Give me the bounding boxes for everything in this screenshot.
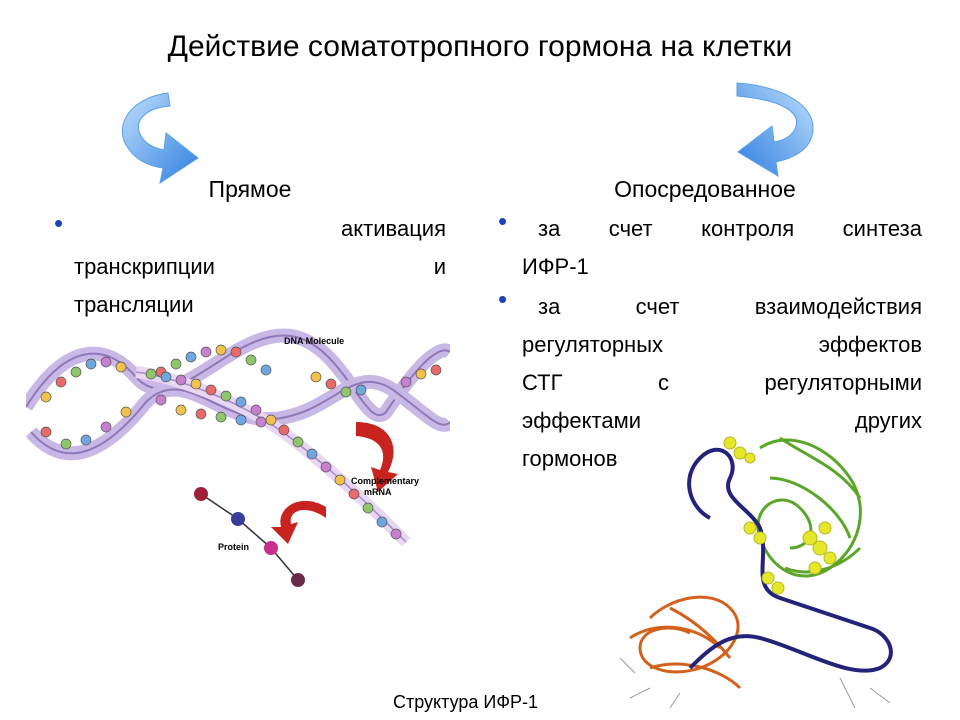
nucleotide-base-icon — [230, 346, 242, 358]
right-heading: Опосредованное — [614, 176, 796, 202]
right-bullet-line: эффектами других — [522, 408, 922, 433]
mrna-base-icon — [278, 424, 290, 436]
nucleotide-base-icon — [85, 358, 97, 370]
bullet-dot-icon: • — [498, 284, 508, 314]
bullet-dot-icon: • — [54, 208, 64, 238]
left-bullet: • активация транскрипции и трансляции — [54, 208, 446, 324]
nucleotide-base-icon — [215, 344, 227, 356]
mrna-base-icon — [220, 390, 232, 402]
mrna-base-icon — [235, 396, 247, 408]
nucleotide-base-icon — [310, 371, 322, 383]
label-dna-molecule: DNA Molecule — [284, 336, 344, 346]
nucleotide-base-icon — [185, 351, 197, 363]
mrna-base-icon — [320, 461, 332, 473]
mrna-base-icon — [348, 488, 360, 500]
mrna-base-icon — [390, 528, 402, 540]
nucleotide-base-icon — [80, 434, 92, 446]
nucleotide-base-icon — [415, 368, 427, 380]
nucleotide-base-icon — [245, 354, 257, 366]
nucleotide-base-icon — [200, 346, 212, 358]
nucleotide-base-icon — [70, 366, 82, 378]
nucleotide-base-icon — [40, 391, 52, 403]
nucleotide-base-icon — [100, 356, 112, 368]
left-bullet-line: активация — [341, 216, 446, 241]
nucleotide-base-icon — [430, 364, 442, 376]
nucleotide-base-icon — [325, 378, 337, 390]
nucleotide-base-icon — [235, 414, 247, 426]
left-bullet-line: трансляции — [74, 292, 194, 317]
nucleotide-base-icon — [155, 394, 167, 406]
nucleotide-base-icon — [175, 404, 187, 416]
mrna-base-icon — [190, 378, 202, 390]
mrna-base-icon — [250, 404, 262, 416]
curved-arrow-right-icon — [736, 82, 814, 177]
label-mrna: mRNA — [364, 487, 392, 497]
mrna-base-icon — [376, 516, 388, 528]
nucleotide-base-icon — [255, 416, 267, 428]
left-bullet-line: транскрипции и — [74, 254, 446, 279]
mrna-base-icon — [362, 502, 374, 514]
right-bullet-line: за счет взаимодействия — [538, 294, 922, 319]
right-bullet-line: за счет контроля синтеза — [538, 216, 922, 241]
nucleotide-base-icon — [340, 386, 352, 398]
mrna-base-icon — [145, 368, 157, 380]
label-complementary: Complementary — [351, 476, 419, 486]
nucleotide-base-icon — [260, 364, 272, 376]
mrna-base-icon — [292, 436, 304, 448]
left-heading: Прямое — [208, 176, 292, 202]
nucleotide-base-icon — [400, 376, 412, 388]
label-protein: Protein — [218, 542, 249, 552]
nucleotide-base-icon — [120, 406, 132, 418]
mrna-base-icon — [175, 374, 187, 386]
nucleotide-base-icon — [170, 358, 182, 370]
curved-arrow-left-icon — [121, 92, 199, 185]
figure-caption: Структура ИФР-1 — [393, 692, 539, 712]
igf1-structure-illustration — [619, 436, 893, 709]
right-bullet-line: регуляторных эффектов — [522, 332, 922, 357]
nucleotide-base-icon — [355, 384, 367, 396]
nucleotide-base-icon — [195, 408, 207, 420]
slide-title: Действие соматотропного гормона на клетк… — [167, 30, 793, 63]
nucleotide-base-icon — [215, 411, 227, 423]
right-bullet-line: гормонов — [522, 446, 618, 471]
nucleotide-base-icon — [100, 421, 112, 433]
right-bullet-line: СТГ с регуляторными — [522, 370, 922, 395]
nucleotide-base-icon — [60, 438, 72, 450]
mrna-base-icon — [306, 448, 318, 460]
dna-transcription-illustration: DNA Molecule Complementary mRNA Protein — [26, 328, 450, 587]
mrna-base-icon — [334, 474, 346, 486]
mrna-base-icon — [160, 371, 172, 383]
nucleotide-base-icon — [115, 361, 127, 373]
right-bullet-1: • за счет контроля синтеза ИФР-1 — [498, 206, 922, 286]
mrna-base-icon — [265, 414, 277, 426]
nucleotide-base-icon — [55, 376, 67, 388]
bullet-dot-icon: • — [498, 206, 508, 236]
nucleotide-base-icon — [40, 426, 52, 438]
mrna-base-icon — [205, 384, 217, 396]
right-bullet-2: • за счет взаимодействия регуляторных эф… — [498, 284, 922, 478]
right-bullet-line: ИФР-1 — [522, 254, 589, 279]
